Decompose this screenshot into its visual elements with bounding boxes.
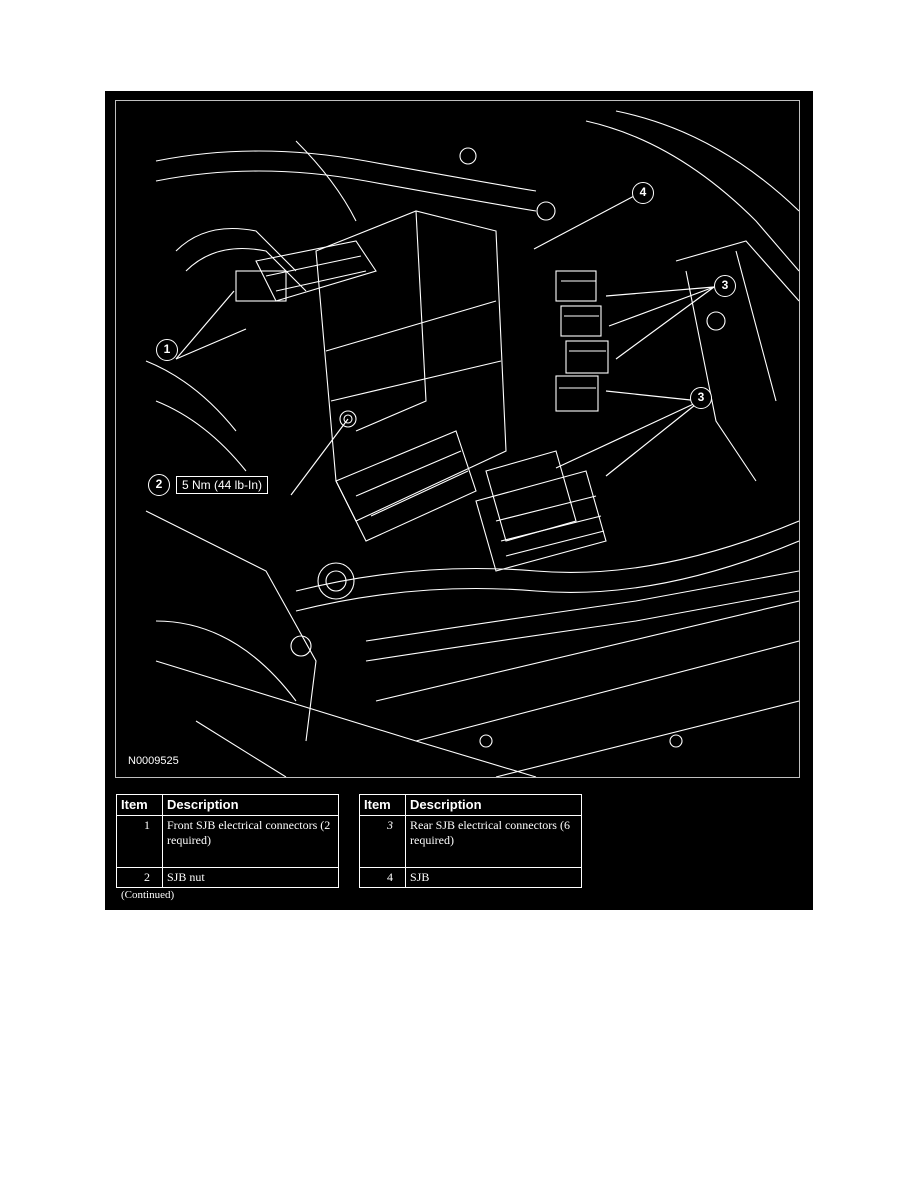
table-header-row: Item Description [116,794,339,816]
figure-panel: 1 2 5 Nm (44 lb-In) 3 3 4 N0009525 Item … [105,91,813,910]
callout-2: 2 [148,474,170,496]
header-description: Description [405,794,582,816]
callout-4: 4 [632,182,654,204]
header-item: Item [359,794,406,816]
header-item: Item [116,794,163,816]
item-table-left: Item Description 1 Front SJB electrical … [116,794,339,888]
item-number: 1 [116,815,163,868]
continued-note: (Continued) [121,889,175,901]
item-table-right: Item Description 3 Rear SJB electrical c… [359,794,582,888]
callout-3-upper: 3 [714,275,736,297]
table-row: 1 Front SJB electrical connectors (2 req… [116,815,339,868]
callout-3-lower: 3 [690,387,712,409]
table-row: 2 SJB nut [116,867,339,888]
item-description: Rear SJB electrical connectors (6 requir… [405,815,582,868]
item-description: SJB [405,867,582,888]
item-description: SJB nut [162,867,339,888]
table-row: 3 Rear SJB electrical connectors (6 requ… [359,815,582,868]
callout-1: 1 [156,339,178,361]
figure-code: N0009525 [128,755,179,767]
table-row: 4 SJB [359,867,582,888]
item-number: 2 [116,867,163,888]
sjb-line-illustration [145,110,799,777]
illustration-frame: 1 2 5 Nm (44 lb-In) 3 3 4 N0009525 [115,100,800,778]
table-header-row: Item Description [359,794,582,816]
header-description: Description [162,794,339,816]
item-number: 3 [359,815,406,868]
item-description: Front SJB electrical connectors (2 requi… [162,815,339,868]
torque-spec-label: 5 Nm (44 lb-In) [176,476,269,494]
item-number: 4 [359,867,406,888]
